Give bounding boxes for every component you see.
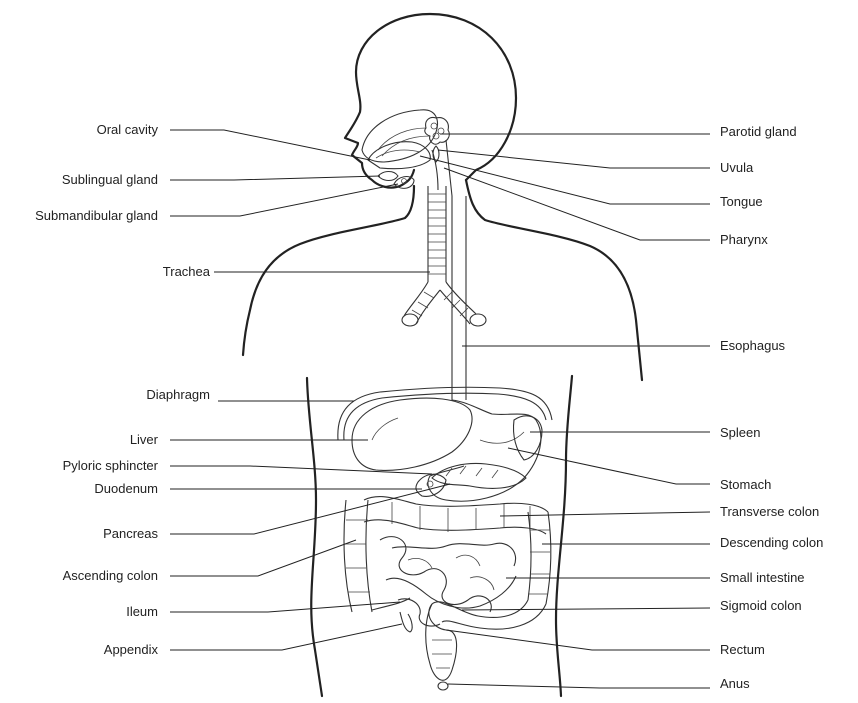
liver-shape: [352, 398, 472, 470]
label-oral-cavity: Oral cavity: [97, 122, 158, 138]
leader-submandibular-gland: [170, 184, 398, 216]
label-spleen: Spleen: [720, 425, 760, 441]
ascending-colon-shape: [344, 500, 372, 612]
left-torso-outline: [307, 378, 322, 696]
label-tongue: Tongue: [720, 194, 763, 210]
leader-uvula: [438, 150, 710, 168]
descending-colon-shape: [528, 512, 551, 604]
label-ileum: Ileum: [126, 604, 158, 620]
label-esophagus: Esophagus: [720, 338, 785, 354]
label-descending-colon: Descending colon: [720, 535, 823, 551]
rectum-shape: [426, 604, 457, 680]
duodenum-shape: [416, 474, 446, 496]
leader-pancreas: [170, 484, 450, 534]
leader-lines-right: [420, 134, 710, 688]
leader-sigmoid-colon: [462, 608, 710, 610]
label-rectum: Rectum: [720, 642, 765, 658]
leader-anus: [448, 684, 710, 688]
label-parotid-gland: Parotid gland: [720, 124, 797, 140]
label-small-intestine: Small intestine: [720, 570, 805, 586]
leader-rectum: [446, 630, 710, 650]
label-transverse-colon: Transverse colon: [720, 504, 819, 520]
label-liver: Liver: [130, 432, 158, 448]
leader-transverse-colon: [500, 512, 710, 516]
pharynx-shape: [432, 140, 452, 196]
label-duodenum: Duodenum: [94, 481, 158, 497]
label-stomach: Stomach: [720, 477, 771, 493]
leader-oral-cavity: [170, 130, 370, 160]
left-shoulder-outline: [243, 186, 414, 355]
tongue-shape: [368, 142, 430, 169]
leader-appendix: [170, 624, 402, 650]
stomach-shape: [428, 400, 541, 501]
sublingual-gland-shape: [378, 172, 398, 181]
label-diaphragm: Diaphragm: [146, 387, 210, 403]
label-trachea: Trachea: [163, 264, 210, 280]
leader-ileum: [170, 602, 400, 612]
leader-ascending-colon: [170, 540, 356, 576]
appendix-shape: [400, 612, 412, 632]
label-pharynx: Pharynx: [720, 232, 768, 248]
label-sigmoid-colon: Sigmoid colon: [720, 598, 802, 614]
right-torso-outline: [556, 376, 572, 696]
right-shoulder-outline: [466, 180, 642, 380]
label-appendix: Appendix: [104, 642, 158, 658]
label-submandibular-gland: Submandibular gland: [35, 208, 158, 224]
label-pancreas: Pancreas: [103, 526, 158, 542]
label-ascending-colon: Ascending colon: [63, 568, 158, 584]
label-anus: Anus: [720, 676, 750, 692]
label-uvula: Uvula: [720, 160, 753, 176]
anus-shape: [438, 682, 448, 690]
label-pyloric-sphincter: Pyloric sphincter: [63, 458, 158, 474]
leader-sublingual-gland: [170, 176, 380, 180]
label-sublingual-gland: Sublingual gland: [62, 172, 158, 188]
